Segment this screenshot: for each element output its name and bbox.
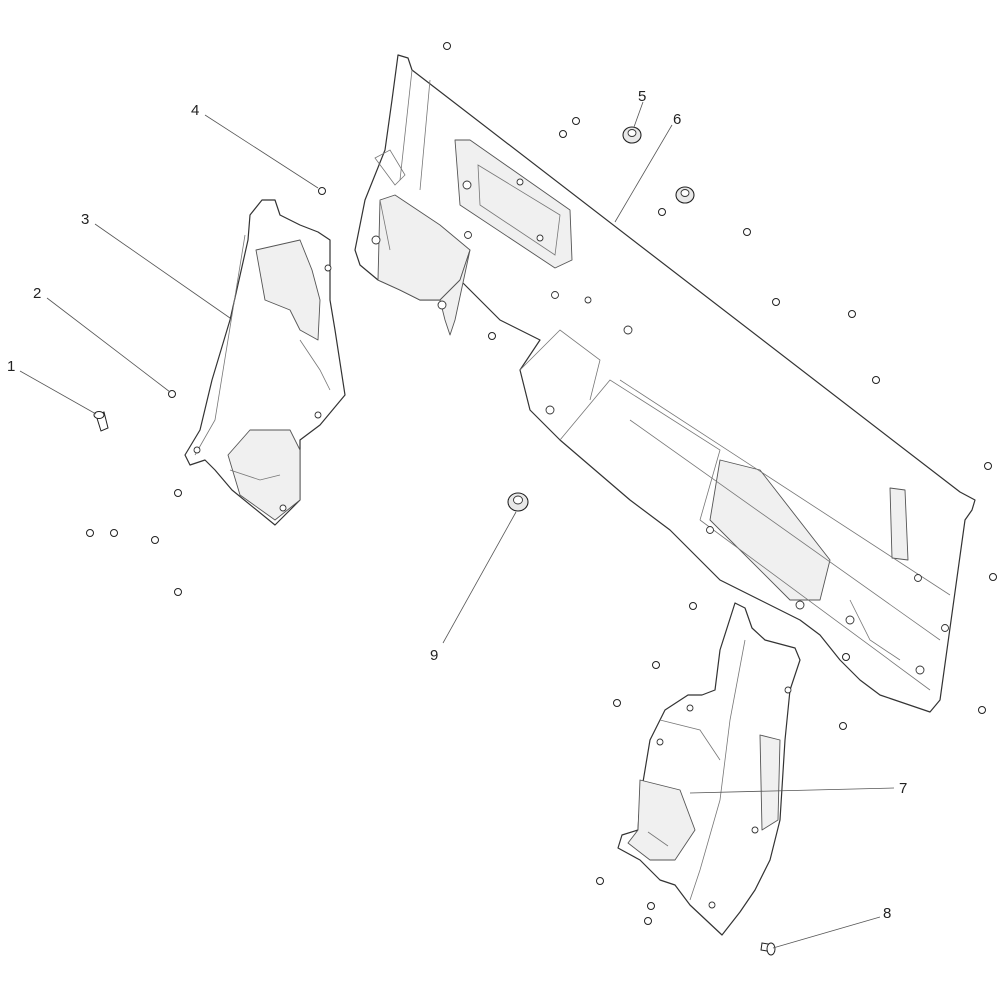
screw-icon: [842, 653, 850, 661]
bolt-icon: [760, 942, 776, 956]
screw-icon: [174, 588, 182, 596]
callout-7: 7: [689, 780, 907, 797]
grommet-icon: [507, 492, 529, 512]
screw-icon: [978, 706, 986, 714]
fasteners: [93, 126, 776, 956]
screw-icon: [596, 877, 604, 885]
bolt-icon: [93, 411, 109, 432]
left-side-trim: [184, 199, 346, 526]
screw-icon: [647, 902, 655, 910]
screw-icon: [110, 529, 118, 537]
screw-icon: [572, 117, 580, 125]
callout-label: 2: [33, 285, 41, 302]
callout-1: 1: [7, 358, 97, 415]
callout-label: 7: [899, 780, 907, 797]
callout-9: 9: [430, 511, 517, 664]
grommet-icon: [675, 186, 695, 204]
screw-icon: [443, 42, 451, 50]
screw-icon: [772, 298, 780, 306]
callout-label: 6: [673, 111, 681, 128]
screw-icon: [151, 536, 159, 544]
callout-label: 9: [430, 647, 438, 664]
screw-icon: [318, 187, 326, 195]
screw-icon: [644, 917, 652, 925]
screw-icon: [743, 228, 751, 236]
screw-icon: [168, 390, 176, 398]
screw-icon: [989, 573, 997, 581]
screw-icon: [559, 130, 567, 138]
right-side-trim: [617, 602, 801, 936]
screw-icon: [872, 376, 880, 384]
screw-icon: [689, 602, 697, 610]
screw-icon: [613, 699, 621, 707]
callout-6: 6: [614, 111, 681, 223]
screw-icon: [848, 310, 856, 318]
screw-icon: [86, 529, 94, 537]
screw-icon: [488, 332, 496, 340]
screw-icon: [839, 722, 847, 730]
callout-label: 8: [883, 905, 891, 922]
callout-8: 8: [772, 905, 891, 949]
callout-label: 4: [191, 102, 199, 119]
grommet-icon: [622, 126, 642, 144]
screw-icon: [984, 462, 992, 470]
callout-5: 5: [633, 88, 646, 128]
clips: [86, 42, 997, 925]
callout-3: 3: [81, 211, 231, 319]
callout-4: 4: [191, 102, 319, 189]
back-panel: [354, 54, 976, 713]
callout-label: 1: [7, 358, 15, 375]
screw-icon: [174, 489, 182, 497]
screw-icon: [652, 661, 660, 669]
callout-2: 2: [33, 285, 171, 393]
callout-label: 5: [638, 88, 646, 105]
callout-label: 3: [81, 211, 89, 228]
screw-icon: [658, 208, 666, 216]
